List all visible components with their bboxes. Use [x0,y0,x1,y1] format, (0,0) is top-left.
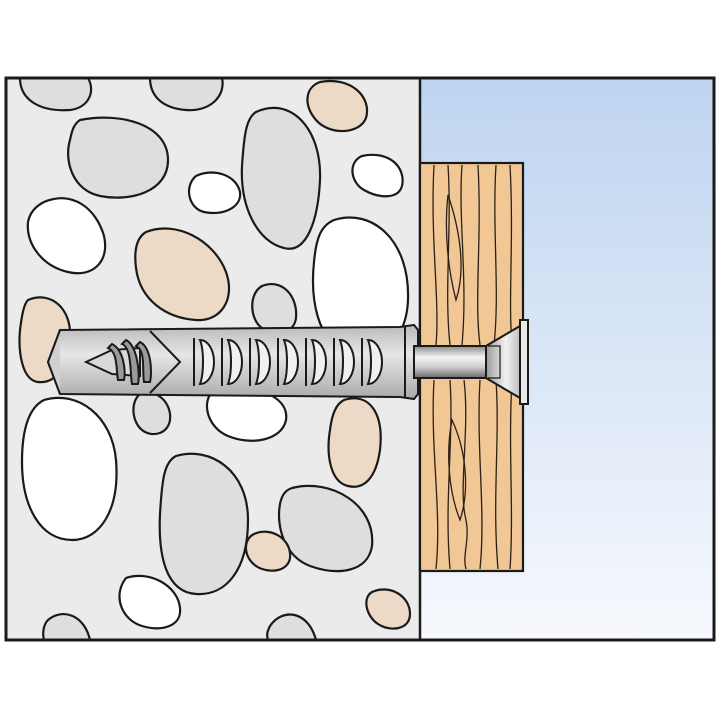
stone [148,78,224,112]
wood-grain-line [448,417,467,522]
plug-rib [198,338,216,386]
plug-rib [254,338,272,386]
stone [18,78,93,112]
stone [132,391,172,436]
wood-grain-line [432,164,438,346]
wood-grain-line [495,379,499,570]
stone [240,106,322,250]
stone [327,397,382,488]
plug-rib [366,338,384,386]
stone [244,530,292,572]
plug-rib [310,338,328,386]
wood-grain-line [477,164,481,346]
aggregate-stones [18,78,412,640]
screw-thread [134,340,152,383]
stone [20,396,118,542]
stone [67,116,170,199]
stone [306,79,369,133]
wood-grain-line [509,379,513,570]
frame [4,76,716,642]
wood-grain-line [478,379,483,570]
plug-rib [282,338,300,386]
stone [158,452,250,596]
wood-grain-line [460,164,465,346]
stone [118,574,182,630]
wood-grain-line [445,194,462,303]
stone [42,612,92,640]
wood-grain-line [432,379,439,570]
countersunk-screw [83,319,529,405]
screw-thread [106,342,126,381]
wood-grain-line [462,379,468,570]
stone [26,197,107,275]
stone [365,588,412,630]
stone [134,227,231,322]
stone [266,613,318,640]
wood-grain-line [493,164,497,346]
plug-rib [226,338,244,386]
stone [277,484,374,573]
plug-rib [338,338,356,386]
screw-thread [120,338,140,385]
wood-grain-line [509,164,513,346]
stone [351,153,404,198]
stone [187,171,242,215]
